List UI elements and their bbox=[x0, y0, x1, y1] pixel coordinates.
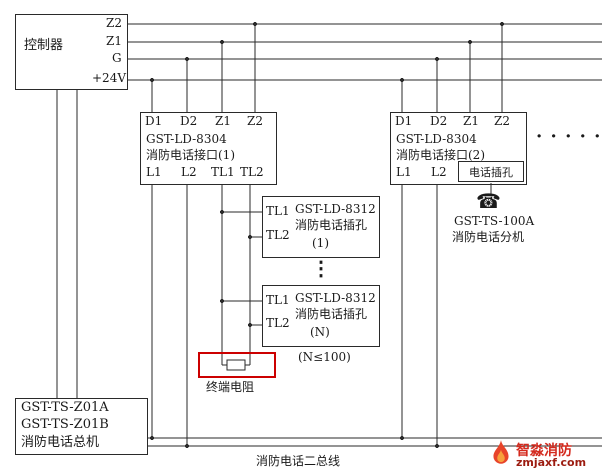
interface2-terminal-z2: Z2 bbox=[494, 114, 510, 128]
interface1-box bbox=[140, 112, 277, 185]
vertical-ellipsis: ⋮ bbox=[311, 256, 331, 280]
controller-terminal-z1: Z1 bbox=[106, 34, 122, 48]
interface2-model-label: GST-LD-8304 bbox=[396, 132, 477, 146]
logo-brand: 智淼消防 bbox=[516, 443, 572, 459]
extension-model-label: GST-TS-100A bbox=[454, 214, 535, 228]
flame-icon bbox=[493, 440, 509, 464]
controller-label: 控制器 bbox=[24, 38, 64, 53]
interface2-terminal-z1: Z1 bbox=[463, 114, 479, 128]
logo-site: zmjaxf.com bbox=[516, 456, 587, 469]
jackn-box bbox=[262, 285, 380, 347]
controller-terminal-24v: +24V bbox=[92, 71, 126, 85]
jackn-name-label: 消防电话插孔 bbox=[295, 307, 368, 321]
interface1-terminal-d1: D1 bbox=[145, 114, 163, 128]
phone-jack-box: 电话插孔 bbox=[458, 161, 524, 182]
jack1-box bbox=[262, 196, 380, 258]
interface1-terminal-d2: D2 bbox=[180, 114, 198, 128]
jack1-model-label: GST-LD-8312 bbox=[295, 202, 376, 216]
interface1-terminal-l1: L1 bbox=[146, 165, 162, 179]
jack1-terminal-tl2: TL2 bbox=[266, 228, 290, 242]
jackn-terminal-tl1: TL1 bbox=[266, 293, 290, 307]
master-name-label: 消防电话总机 bbox=[21, 435, 100, 450]
interface1-name-label: 消防电话接口(1) bbox=[146, 148, 235, 162]
controller-terminal-g: G bbox=[112, 51, 122, 65]
bus-label: 消防电话二总线 bbox=[256, 454, 341, 468]
interface1-terminal-tl1: TL1 bbox=[211, 165, 235, 179]
jack-limit-label: (N≤100) bbox=[298, 350, 351, 364]
interface2-box bbox=[390, 112, 527, 185]
interface1-terminal-z2: Z2 bbox=[247, 114, 263, 128]
jackn-index-label: (N) bbox=[310, 325, 330, 339]
bus-lines bbox=[128, 23, 602, 447]
extension-name-label: 消防电话分机 bbox=[452, 230, 525, 244]
junction-dots bbox=[150, 22, 504, 448]
controller-terminal-z2: Z2 bbox=[106, 16, 122, 30]
interface2-name-label: 消防电话接口(2) bbox=[396, 148, 485, 162]
jackn-model-label: GST-LD-8312 bbox=[295, 291, 376, 305]
phone-jack-label: 电话插孔 bbox=[469, 165, 513, 179]
jack1-name-label: 消防电话插孔 bbox=[295, 218, 368, 232]
master-model-a-label: GST-TS-Z01A bbox=[21, 400, 109, 415]
interface2-terminal-d1: D1 bbox=[395, 114, 413, 128]
interface1-terminal-l2: L2 bbox=[181, 165, 197, 179]
terminal-resistor-label: 终端电阻 bbox=[206, 380, 255, 394]
interface1-terminal-tl2: TL2 bbox=[240, 165, 264, 179]
master-model-b-label: GST-TS-Z01B bbox=[21, 417, 109, 432]
jack1-terminal-tl1: TL1 bbox=[266, 204, 290, 218]
master-box bbox=[15, 398, 148, 455]
terminal-drop-lines bbox=[56, 24, 503, 446]
interface2-terminal-d2: D2 bbox=[430, 114, 448, 128]
terminal-resistor-highlight bbox=[198, 352, 276, 378]
controller-box bbox=[15, 14, 128, 90]
interface1-model-label: GST-LD-8304 bbox=[146, 132, 227, 146]
resistor-symbol bbox=[226, 359, 246, 371]
branch-lines bbox=[222, 211, 262, 366]
jackn-terminal-tl2: TL2 bbox=[266, 316, 290, 330]
interface2-terminal-l1: L1 bbox=[396, 165, 412, 179]
interface1-terminal-z1: Z1 bbox=[215, 114, 231, 128]
horizontal-ellipsis: · · · · · bbox=[536, 126, 602, 147]
telephone-icon: ☎ bbox=[476, 189, 501, 213]
interface2-terminal-l2: L2 bbox=[431, 165, 447, 179]
jack1-index-label: (1) bbox=[312, 236, 329, 250]
